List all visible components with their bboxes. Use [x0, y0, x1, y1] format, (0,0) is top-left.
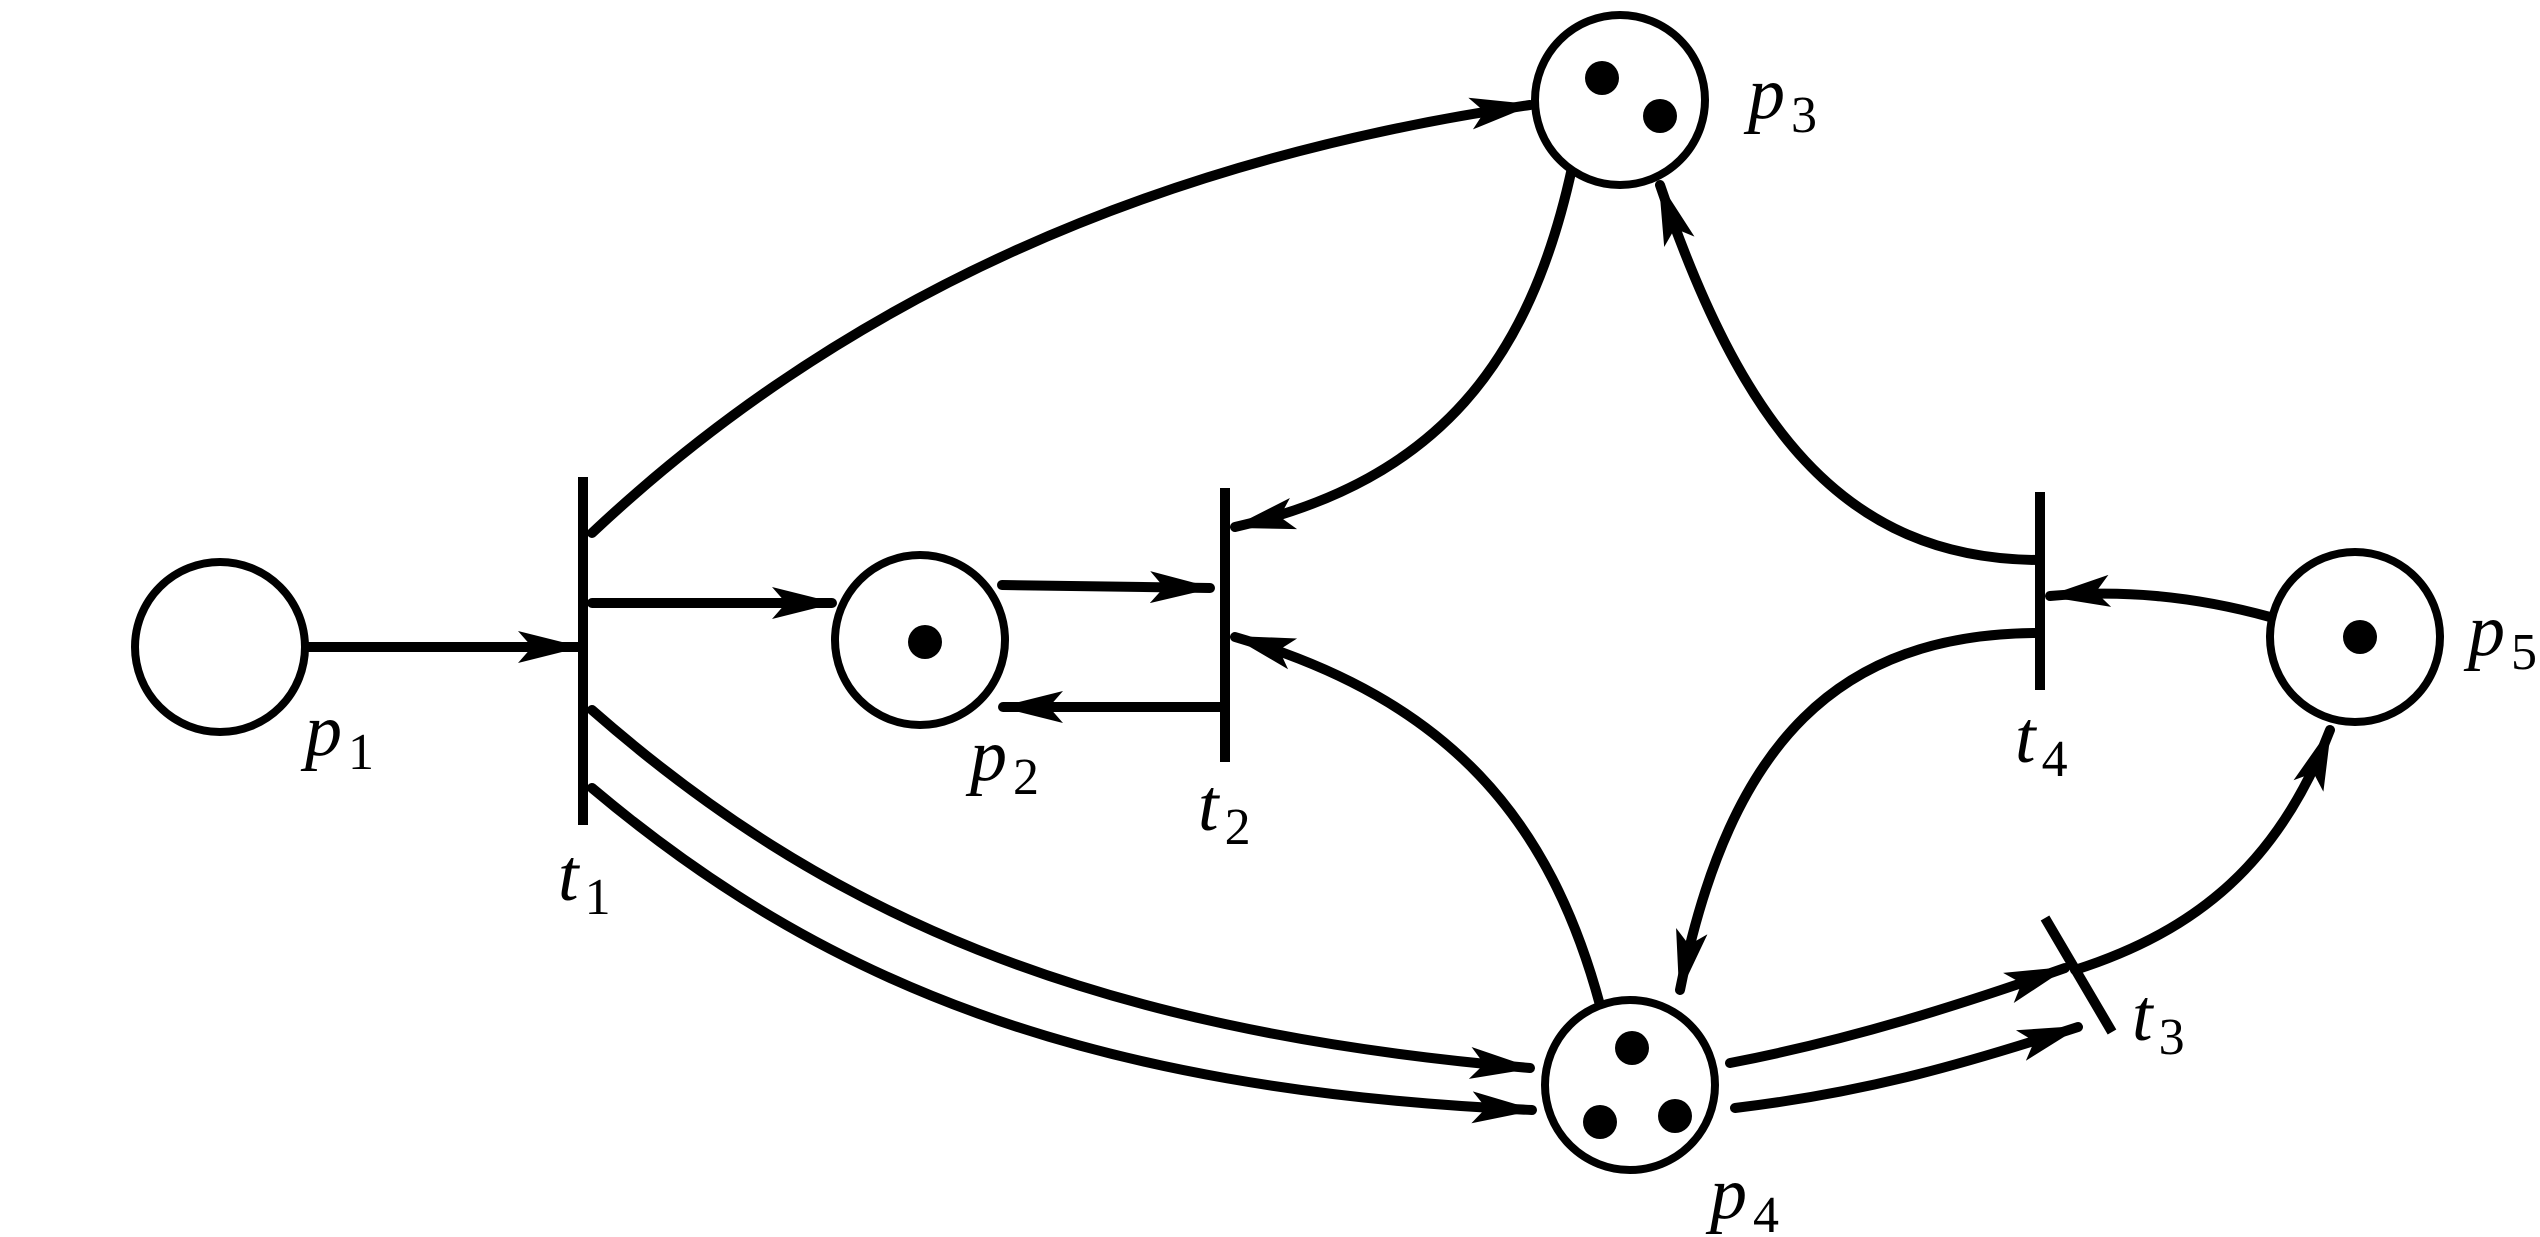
arc-p2-t2: [997, 571, 1215, 604]
place-p3: [1531, 11, 1709, 189]
arc-t4-p4: [1675, 628, 2045, 995]
arc-p4-t3-b: [1730, 1022, 2083, 1113]
arc-t3-p5: [2070, 725, 2335, 975]
transition-t3: [2040, 915, 2117, 1035]
place-p4: [1541, 996, 1719, 1174]
arc-t4-p3: [1655, 180, 2045, 565]
arc-p4-t2: [1230, 632, 1605, 1010]
arc-t1-p4-b: [587, 783, 1537, 1124]
arc-p3-t2: [1230, 163, 1577, 532]
arc-t1-p3: [587, 97, 1535, 538]
arc-p4-t3-a: [1725, 963, 2070, 1068]
token: [1615, 1031, 1649, 1065]
arcs: [300, 97, 2335, 1124]
token: [1583, 1105, 1617, 1139]
token: [908, 625, 942, 659]
arc-t1-p4-a: [587, 705, 1535, 1079]
place-p1: [131, 558, 309, 736]
token: [1658, 1099, 1692, 1133]
token: [2343, 620, 2377, 654]
token: [1643, 99, 1677, 133]
token: [1585, 61, 1619, 95]
transitions: [578, 477, 2117, 1035]
arc-p5-t4: [2045, 574, 2275, 622]
places: [131, 11, 2444, 1174]
